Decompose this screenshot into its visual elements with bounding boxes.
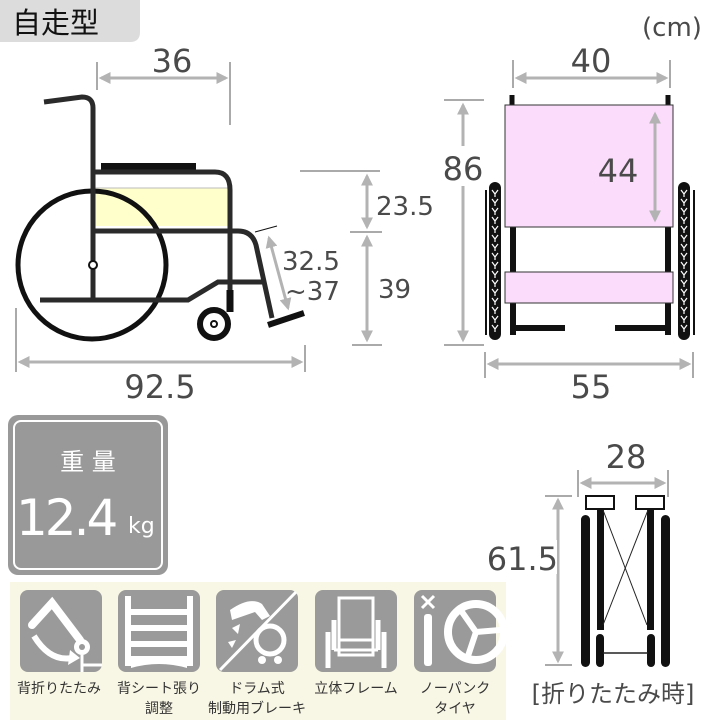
feature-label-4: 立体フレーム: [314, 681, 398, 697]
total-width-value: 55: [571, 368, 612, 406]
feature-label-5b: タイヤ: [434, 701, 476, 717]
back-folding-icon: [20, 590, 102, 672]
folded-caption: [折りたたみ時]: [532, 680, 695, 708]
folded-view: 28 61.5 [折りたたみ時]: [487, 438, 695, 708]
seat-upholstery: [504, 271, 674, 304]
total-length-value: 92.5: [124, 368, 195, 406]
frame-icon: [315, 590, 397, 672]
armrest-height-value: 23.5: [376, 192, 434, 222]
type-title: 自走型: [12, 6, 99, 40]
weight-value: 12.4: [16, 489, 116, 547]
feature-label-2b: 調整: [145, 701, 173, 717]
feature-label-2: 背シート張り: [117, 681, 201, 697]
push-handle: [43, 94, 96, 300]
backrest-upholstery: [504, 104, 674, 228]
type-badge: 自走型: [0, 0, 140, 42]
tire-tread: [680, 189, 688, 332]
legrest-frame: [93, 228, 275, 319]
seat-width-value: 40: [571, 42, 612, 80]
feature-label-3: ドラム式: [229, 681, 285, 697]
tire-tread: [491, 189, 499, 332]
drum-brake-icon: [216, 590, 298, 672]
back-upholstery-icon: [118, 590, 200, 672]
folded-height-value: 61.5: [487, 540, 558, 578]
feature-label-1: 背折りたたみ: [17, 681, 101, 697]
back-height-value: 44: [598, 152, 639, 190]
seat-height-value: 39: [378, 275, 411, 305]
folded-width-value: 28: [606, 438, 647, 476]
unit-label: (cm): [642, 13, 702, 43]
puncture-free-tire-icon: [414, 590, 508, 672]
footrest-plate: [267, 310, 305, 328]
front-view: 40 44 86 55: [440, 42, 695, 406]
footrest-min-value: 32.5: [282, 247, 340, 277]
wheel-left: [489, 182, 501, 340]
side-view: 36 32.5 ~37 23.5 39: [15, 42, 434, 406]
total-height-value: 86: [443, 150, 484, 188]
features-strip: 背折りたたみ 背シート張り 調整 ドラム式 制動用ブレーキ 立体フレ: [10, 582, 508, 720]
seat-depth-value: 36: [152, 42, 193, 80]
weight-unit: kg: [128, 514, 155, 539]
footrest-max-value: ~37: [285, 277, 340, 307]
armrest-pad: [101, 163, 196, 170]
wheel-hub: [88, 260, 98, 270]
footrest-length-arrow: [265, 235, 292, 311]
armrest-frame: [93, 169, 233, 300]
weight-box: 重 量 12.4 kg: [8, 415, 168, 575]
lower-frame: [40, 279, 262, 303]
wheel-right: [678, 182, 690, 340]
weight-label: 重 量: [60, 448, 116, 476]
feature-label-3b: 制動用ブレーキ: [208, 700, 306, 717]
feature-label-5: ノーパンク: [420, 681, 491, 697]
